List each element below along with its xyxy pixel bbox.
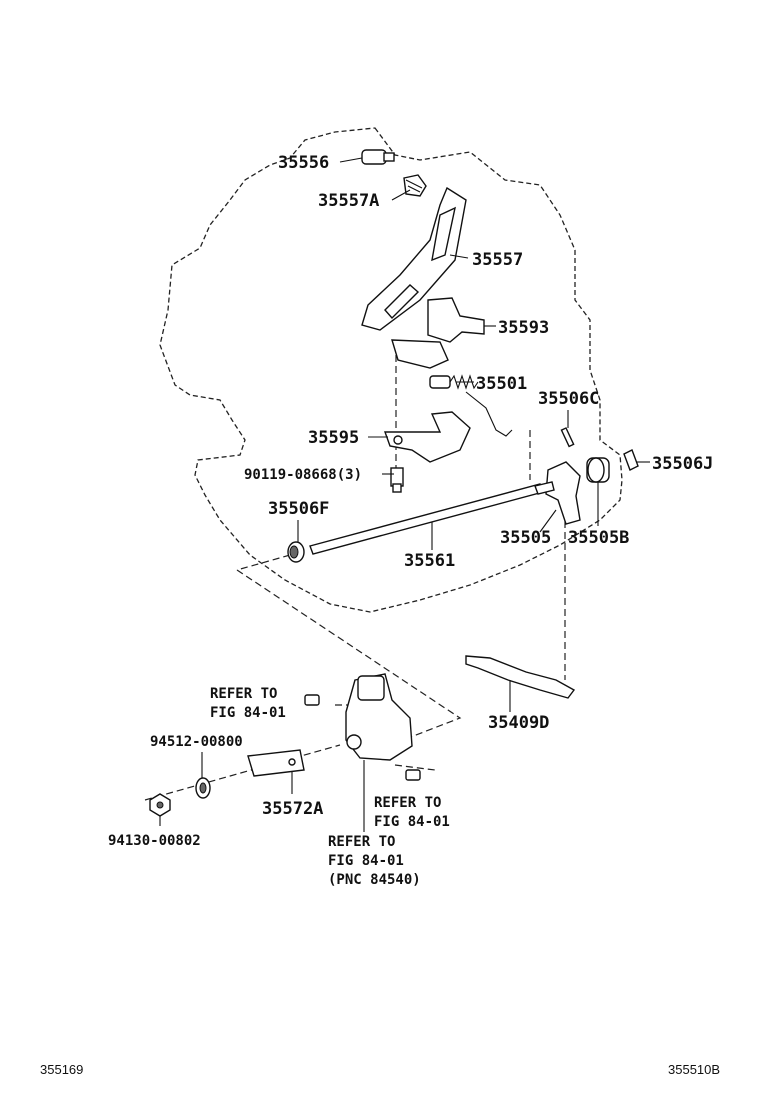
pin-35506C-icon bbox=[560, 427, 575, 448]
refer-note-c-line3: (PNC 84540) bbox=[328, 872, 421, 888]
leader-lines bbox=[159, 157, 650, 832]
refer-note-c-line1: REFER TO bbox=[328, 834, 395, 850]
dash-line-shaft-left bbox=[236, 554, 291, 571]
rod-35409D-icon bbox=[465, 655, 576, 699]
nut-94130-icon bbox=[149, 793, 171, 817]
spring-35501-icon bbox=[429, 374, 513, 437]
bolt-90119-icon bbox=[390, 467, 404, 493]
switch-bolt-upper-icon bbox=[304, 694, 320, 706]
label-35572A: 35572A bbox=[262, 799, 323, 819]
label-35506F: 35506F bbox=[268, 499, 329, 519]
label-35506C: 35506C bbox=[538, 389, 599, 409]
label-35557A: 35557A bbox=[318, 191, 379, 211]
bracket-35572A-icon bbox=[247, 749, 305, 777]
label-35561: 35561 bbox=[404, 551, 455, 571]
footer-left-code: 355169 bbox=[40, 1062, 83, 1077]
label-94512: 94512-00800 bbox=[150, 734, 243, 750]
dash-line-lower-frame bbox=[236, 569, 462, 746]
label-35409D: 35409D bbox=[488, 713, 549, 733]
dash-line-switch-lower bbox=[394, 764, 436, 771]
refer-note-a-line1: REFER TO bbox=[210, 686, 277, 702]
switch-bolt-lower-icon bbox=[405, 769, 421, 781]
label-35506J: 35506J bbox=[652, 454, 713, 474]
neutral-start-switch-icon bbox=[345, 673, 413, 761]
label-35505: 35505 bbox=[500, 528, 551, 548]
lever-35593-icon bbox=[391, 297, 485, 369]
clip-35506J-icon bbox=[623, 449, 639, 471]
label-35556: 35556 bbox=[278, 153, 329, 173]
lever-35505-icon bbox=[545, 461, 581, 525]
label-35593: 35593 bbox=[498, 318, 549, 338]
washer-94512-icon bbox=[195, 777, 211, 799]
bolt-35556-icon bbox=[361, 149, 395, 165]
label-94130: 94130-00802 bbox=[108, 833, 201, 849]
detent-plate-35557-icon bbox=[361, 186, 467, 331]
footer-right-code: 355510B bbox=[668, 1062, 720, 1077]
refer-note-b-line2: FIG 84-01 bbox=[374, 814, 450, 830]
refer-note-c-line2: FIG 84-01 bbox=[328, 853, 404, 869]
collar-35505B-icon bbox=[586, 457, 610, 483]
label-35557: 35557 bbox=[472, 250, 523, 270]
label-35501: 35501 bbox=[476, 374, 527, 394]
label-90119: 90119-08668(3) bbox=[244, 467, 362, 483]
clip-35557A-icon bbox=[403, 174, 427, 197]
dash-line-bracket bbox=[144, 744, 341, 801]
shaft-35561-icon bbox=[309, 481, 555, 555]
refer-note-b-line1: REFER TO bbox=[374, 795, 441, 811]
seal-35506F-icon bbox=[287, 541, 305, 563]
refer-note-a-line2: FIG 84-01 bbox=[210, 705, 286, 721]
label-35595: 35595 bbox=[308, 428, 359, 448]
label-35505B: 35505B bbox=[568, 528, 629, 548]
transmission-housing-outline bbox=[159, 127, 623, 613]
bracket-35595-icon bbox=[384, 411, 471, 463]
